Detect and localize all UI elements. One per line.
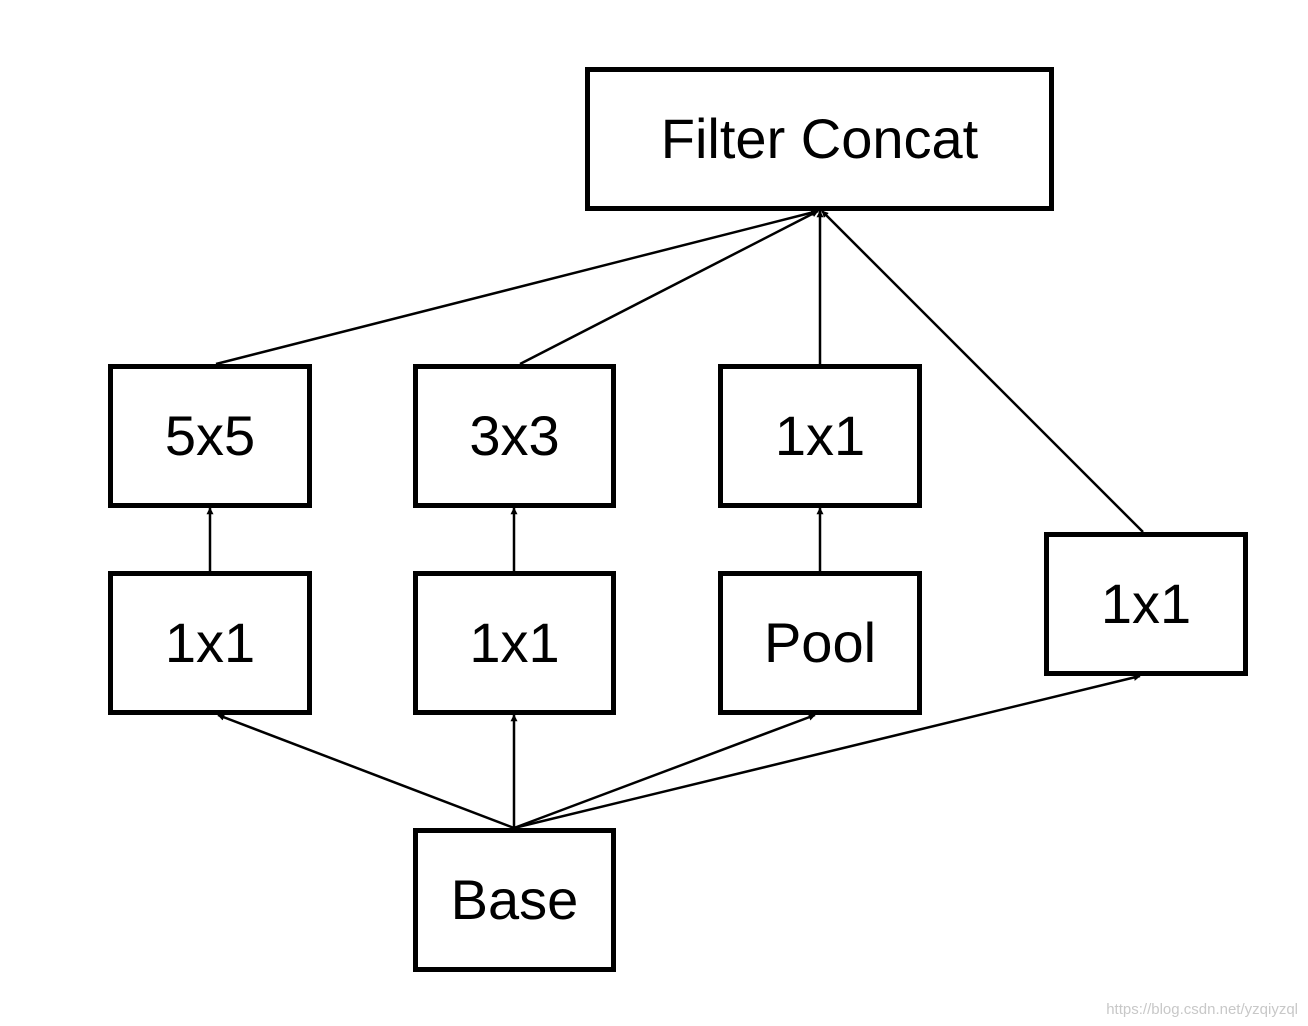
edge-conv3x3-to-concat (519, 209, 819, 366)
conv-5x5-node: 5x5 (108, 364, 312, 508)
pool-proj-1x1-node: 1x1 (718, 364, 922, 508)
pool-label: Pool (763, 611, 877, 674)
filter-concat-label: Filter Concat (660, 107, 979, 170)
pool-node: Pool (718, 571, 922, 715)
conv-5x5-label: 5x5 (164, 404, 256, 467)
conv-1x1-node: 1x1 (1044, 532, 1248, 676)
edge-base-to-conv1x1 (513, 674, 1141, 830)
edge-conv1x1-to-concat (821, 210, 1144, 533)
edge-base-to-reduce-5x5 (217, 713, 515, 830)
conv-1x1-label: 1x1 (1100, 572, 1192, 635)
edge-conv5x5-to-concat (215, 209, 819, 366)
base-label: Base (450, 868, 579, 931)
reduce-3x3-1x1-label: 1x1 (469, 611, 560, 674)
base-node: Base (413, 828, 616, 972)
reduce-3x3-1x1-node: 1x1 (413, 571, 616, 715)
conv-3x3-label: 3x3 (469, 404, 560, 467)
watermark: https://blog.csdn.net/yzqiyzql (1106, 1001, 1298, 1018)
reduce-5x5-1x1-label: 1x1 (164, 611, 256, 674)
filter-concat-node: Filter Concat (585, 67, 1054, 211)
conv-3x3-node: 3x3 (413, 364, 616, 508)
pool-proj-1x1-label: 1x1 (774, 404, 866, 467)
reduce-5x5-1x1-node: 1x1 (108, 571, 312, 715)
edge-base-to-pool (513, 713, 816, 830)
